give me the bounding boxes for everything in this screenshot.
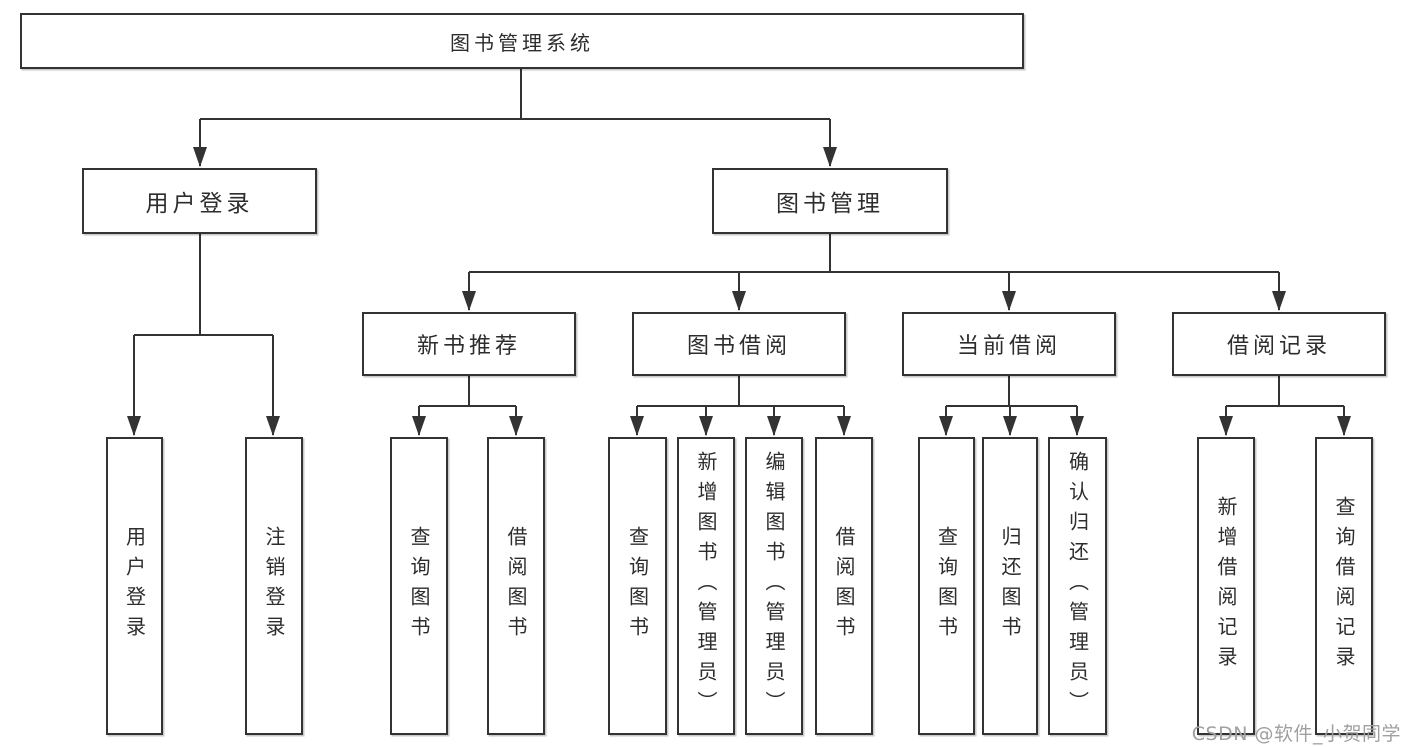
node-newbook-query: 查询图书	[390, 437, 448, 735]
node-login-action: 用户登录	[106, 437, 163, 735]
node-borrow-book: 借阅图书	[815, 437, 873, 735]
node-current-query-label: 查询图书	[934, 526, 959, 646]
node-logout-action-label: 注销登录	[262, 526, 286, 646]
node-records-query: 查询借阅记录	[1315, 437, 1373, 735]
node-book-management: 图书管理	[712, 168, 948, 234]
node-borrow-add-admin: 新增图书（管理员）	[677, 437, 735, 735]
node-borrow-add-admin-label: 新增图书（管理员）	[694, 451, 718, 721]
node-borrow-query: 查询图书	[608, 437, 667, 735]
node-login-action-label: 用户登录	[122, 526, 147, 646]
node-current-borrowing: 当前借阅	[902, 312, 1116, 376]
node-new-book-recommend: 新书推荐	[362, 312, 576, 376]
csdn-watermark: CSDN @软件_小贺同学	[1191, 723, 1401, 745]
node-newbook-query-label: 查询图书	[407, 526, 431, 646]
node-book-borrowing: 图书借阅	[632, 312, 846, 376]
node-borrow-book-label: 借阅图书	[832, 526, 856, 646]
node-current-return: 归还图书	[982, 437, 1038, 735]
node-current-confirm-admin: 确认归还（管理员）	[1048, 437, 1107, 735]
node-records-add-label: 新增借阅记录	[1214, 496, 1238, 676]
node-library-system: 图书管理系统	[20, 13, 1024, 69]
node-current-confirm-admin-label: 确认归还（管理员）	[1065, 451, 1090, 721]
node-user-login: 用户登录	[82, 168, 317, 234]
node-borrow-edit-admin-label: 编辑图书（管理员）	[762, 451, 786, 721]
node-current-query: 查询图书	[918, 437, 975, 735]
node-records-query-label: 查询借阅记录	[1332, 496, 1356, 676]
node-records-add: 新增借阅记录	[1197, 437, 1255, 735]
node-borrow-edit-admin: 编辑图书（管理员）	[745, 437, 803, 735]
node-borrowing-records: 借阅记录	[1172, 312, 1386, 376]
node-logout-action: 注销登录	[245, 437, 303, 735]
node-current-return-label: 归还图书	[998, 526, 1022, 646]
node-newbook-borrow-label: 借阅图书	[504, 526, 528, 646]
node-newbook-borrow: 借阅图书	[487, 437, 545, 735]
node-borrow-query-label: 查询图书	[625, 526, 650, 646]
